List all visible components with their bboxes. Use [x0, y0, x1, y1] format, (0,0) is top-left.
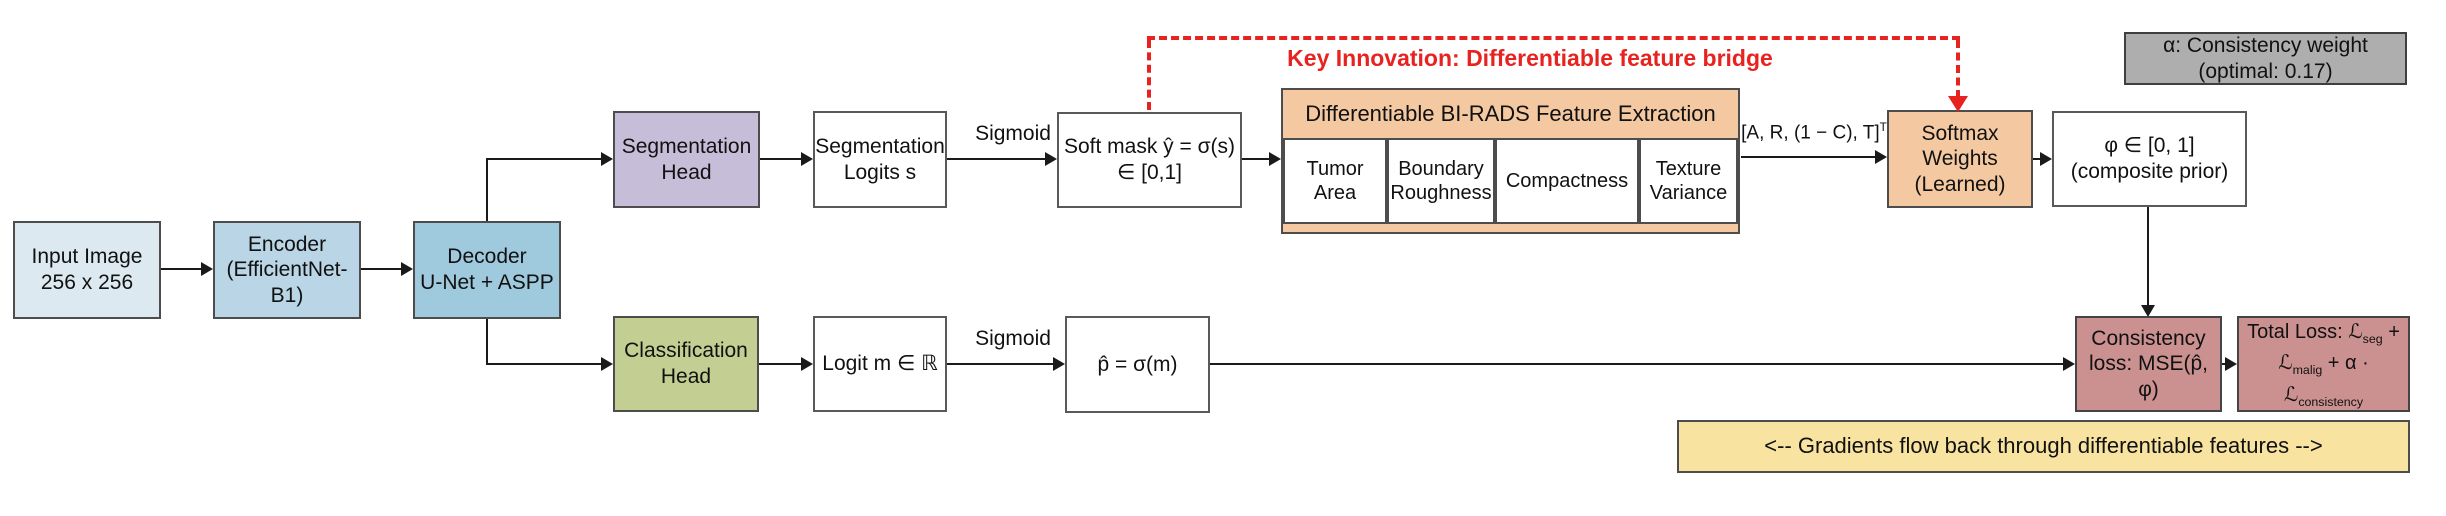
arrowhead-logit-phat	[1053, 357, 1065, 371]
arrowhead-birads-softmax	[1875, 150, 1887, 164]
feature-compactness: Compactness	[1495, 138, 1639, 224]
edge-decoder-seghead	[486, 158, 601, 160]
edge-decoder-up	[486, 158, 488, 221]
edge-consistency-totalloss	[2222, 363, 2226, 365]
edge-phi-consistency	[2147, 207, 2149, 305]
logit-m-node: Logit m ∈ ℝ	[813, 316, 947, 412]
edge-input-encoder	[161, 268, 203, 270]
arrowhead-decoder-classhead	[601, 357, 613, 371]
arrowhead-input-encoder	[201, 262, 213, 276]
edge-classhead-logit	[759, 363, 801, 365]
feature-boundary-roughness: Boundary Roughness	[1387, 138, 1495, 224]
feature-texture-variance: Texture Variance	[1639, 138, 1738, 224]
bridge-dash-right	[1956, 40, 1960, 98]
sigmoid-label-bottom: Sigmoid	[975, 327, 1051, 350]
bridge-dash-left	[1147, 40, 1151, 110]
edge-logits-softmask	[947, 158, 1045, 160]
segmentation-logits-node: Segmentation Logits s	[813, 111, 947, 208]
birads-feature-extraction-container: Differentiable BI-RADS Feature Extractio…	[1281, 88, 1740, 234]
bridge-arrowhead	[1948, 96, 1968, 112]
softmax-weights-node: Softmax Weights (Learned)	[1887, 110, 2033, 208]
feature-vector-label: [A, R, (1 − C), T]T	[1741, 121, 1887, 144]
birads-title: Differentiable BI-RADS Feature Extractio…	[1305, 100, 1716, 126]
edge-softmax-phi	[2033, 158, 2040, 160]
arrowhead-phi-consistency	[2141, 305, 2155, 317]
total-loss-formula: Total Loss: ℒseg + ℒmalig + α · ℒconsist…	[2247, 320, 2400, 409]
segmentation-head-node: Segmentation Head	[613, 111, 760, 208]
arrowhead-logits-softmask	[1045, 152, 1057, 166]
consistency-loss-node: Consistency loss: MSE(p̂, φ)	[2075, 316, 2222, 412]
edge-logit-phat	[947, 363, 1053, 365]
soft-mask-node: Soft mask ŷ = σ(s) ∈ [0,1]	[1057, 112, 1242, 208]
edge-seghead-logits	[760, 158, 801, 160]
encoder-node: Encoder (EfficientNet- B1)	[213, 221, 361, 319]
arrowhead-classhead-logit	[801, 357, 813, 371]
arrowhead-softmax-phi	[2040, 152, 2052, 166]
alpha-weight-note: α: Consistency weight (optimal: 0.17)	[2124, 32, 2407, 85]
input-image-node: Input Image 256 x 256	[13, 221, 161, 319]
arrowhead-decoder-seghead	[601, 152, 613, 166]
total-loss-node: Total Loss: ℒseg + ℒmalig + α · ℒconsist…	[2237, 316, 2410, 412]
sigmoid-label-top: Sigmoid	[975, 122, 1051, 145]
bridge-dash-top	[1147, 36, 1960, 40]
edge-decoder-down	[486, 319, 488, 364]
feature-tumor-area: Tumor Area	[1283, 138, 1387, 224]
edge-decoder-classhead	[486, 363, 601, 365]
gradients-flow-note: <-- Gradients flow back through differen…	[1677, 420, 2410, 473]
decoder-node: Decoder U-Net + ASPP	[413, 221, 561, 319]
edge-phat-consistency	[1210, 363, 2063, 365]
arrowhead-consistency-totalloss	[2225, 357, 2237, 371]
arrowhead-softmask-birads	[1269, 152, 1281, 166]
edge-softmask-birads	[1242, 158, 1269, 160]
arrowhead-encoder-decoder	[401, 262, 413, 276]
composite-prior-node: φ ∈ [0, 1] (composite prior)	[2052, 111, 2247, 207]
edge-birads-softmax	[1741, 156, 1875, 158]
p-hat-node: p̂ = σ(m)	[1065, 316, 1210, 413]
edge-encoder-decoder	[361, 268, 403, 270]
arrowhead-seghead-logits	[801, 152, 813, 166]
arrowhead-phat-consistency	[2063, 357, 2075, 371]
classification-head-node: Classification Head	[613, 316, 759, 412]
key-innovation-label: Key Innovation: Differentiable feature b…	[1287, 45, 1773, 71]
